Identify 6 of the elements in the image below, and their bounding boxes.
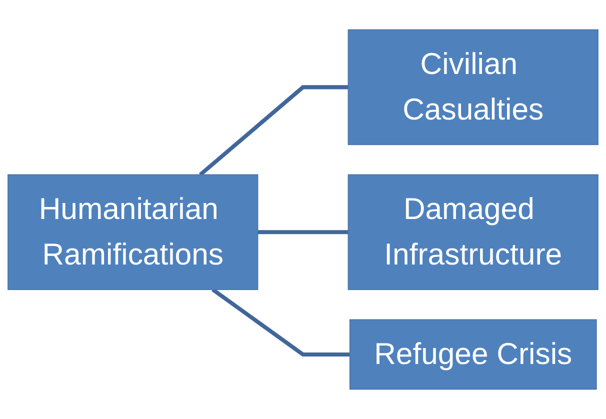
node-box: Damaged Infrastructure [348, 174, 598, 290]
connector [258, 230, 348, 234]
node-box: Humanitarian Ramifications [8, 174, 258, 290]
connector [198, 85, 348, 176]
node-box: Refugee Crisis [349, 319, 597, 390]
node-box: Civilian Casualties [348, 29, 598, 146]
